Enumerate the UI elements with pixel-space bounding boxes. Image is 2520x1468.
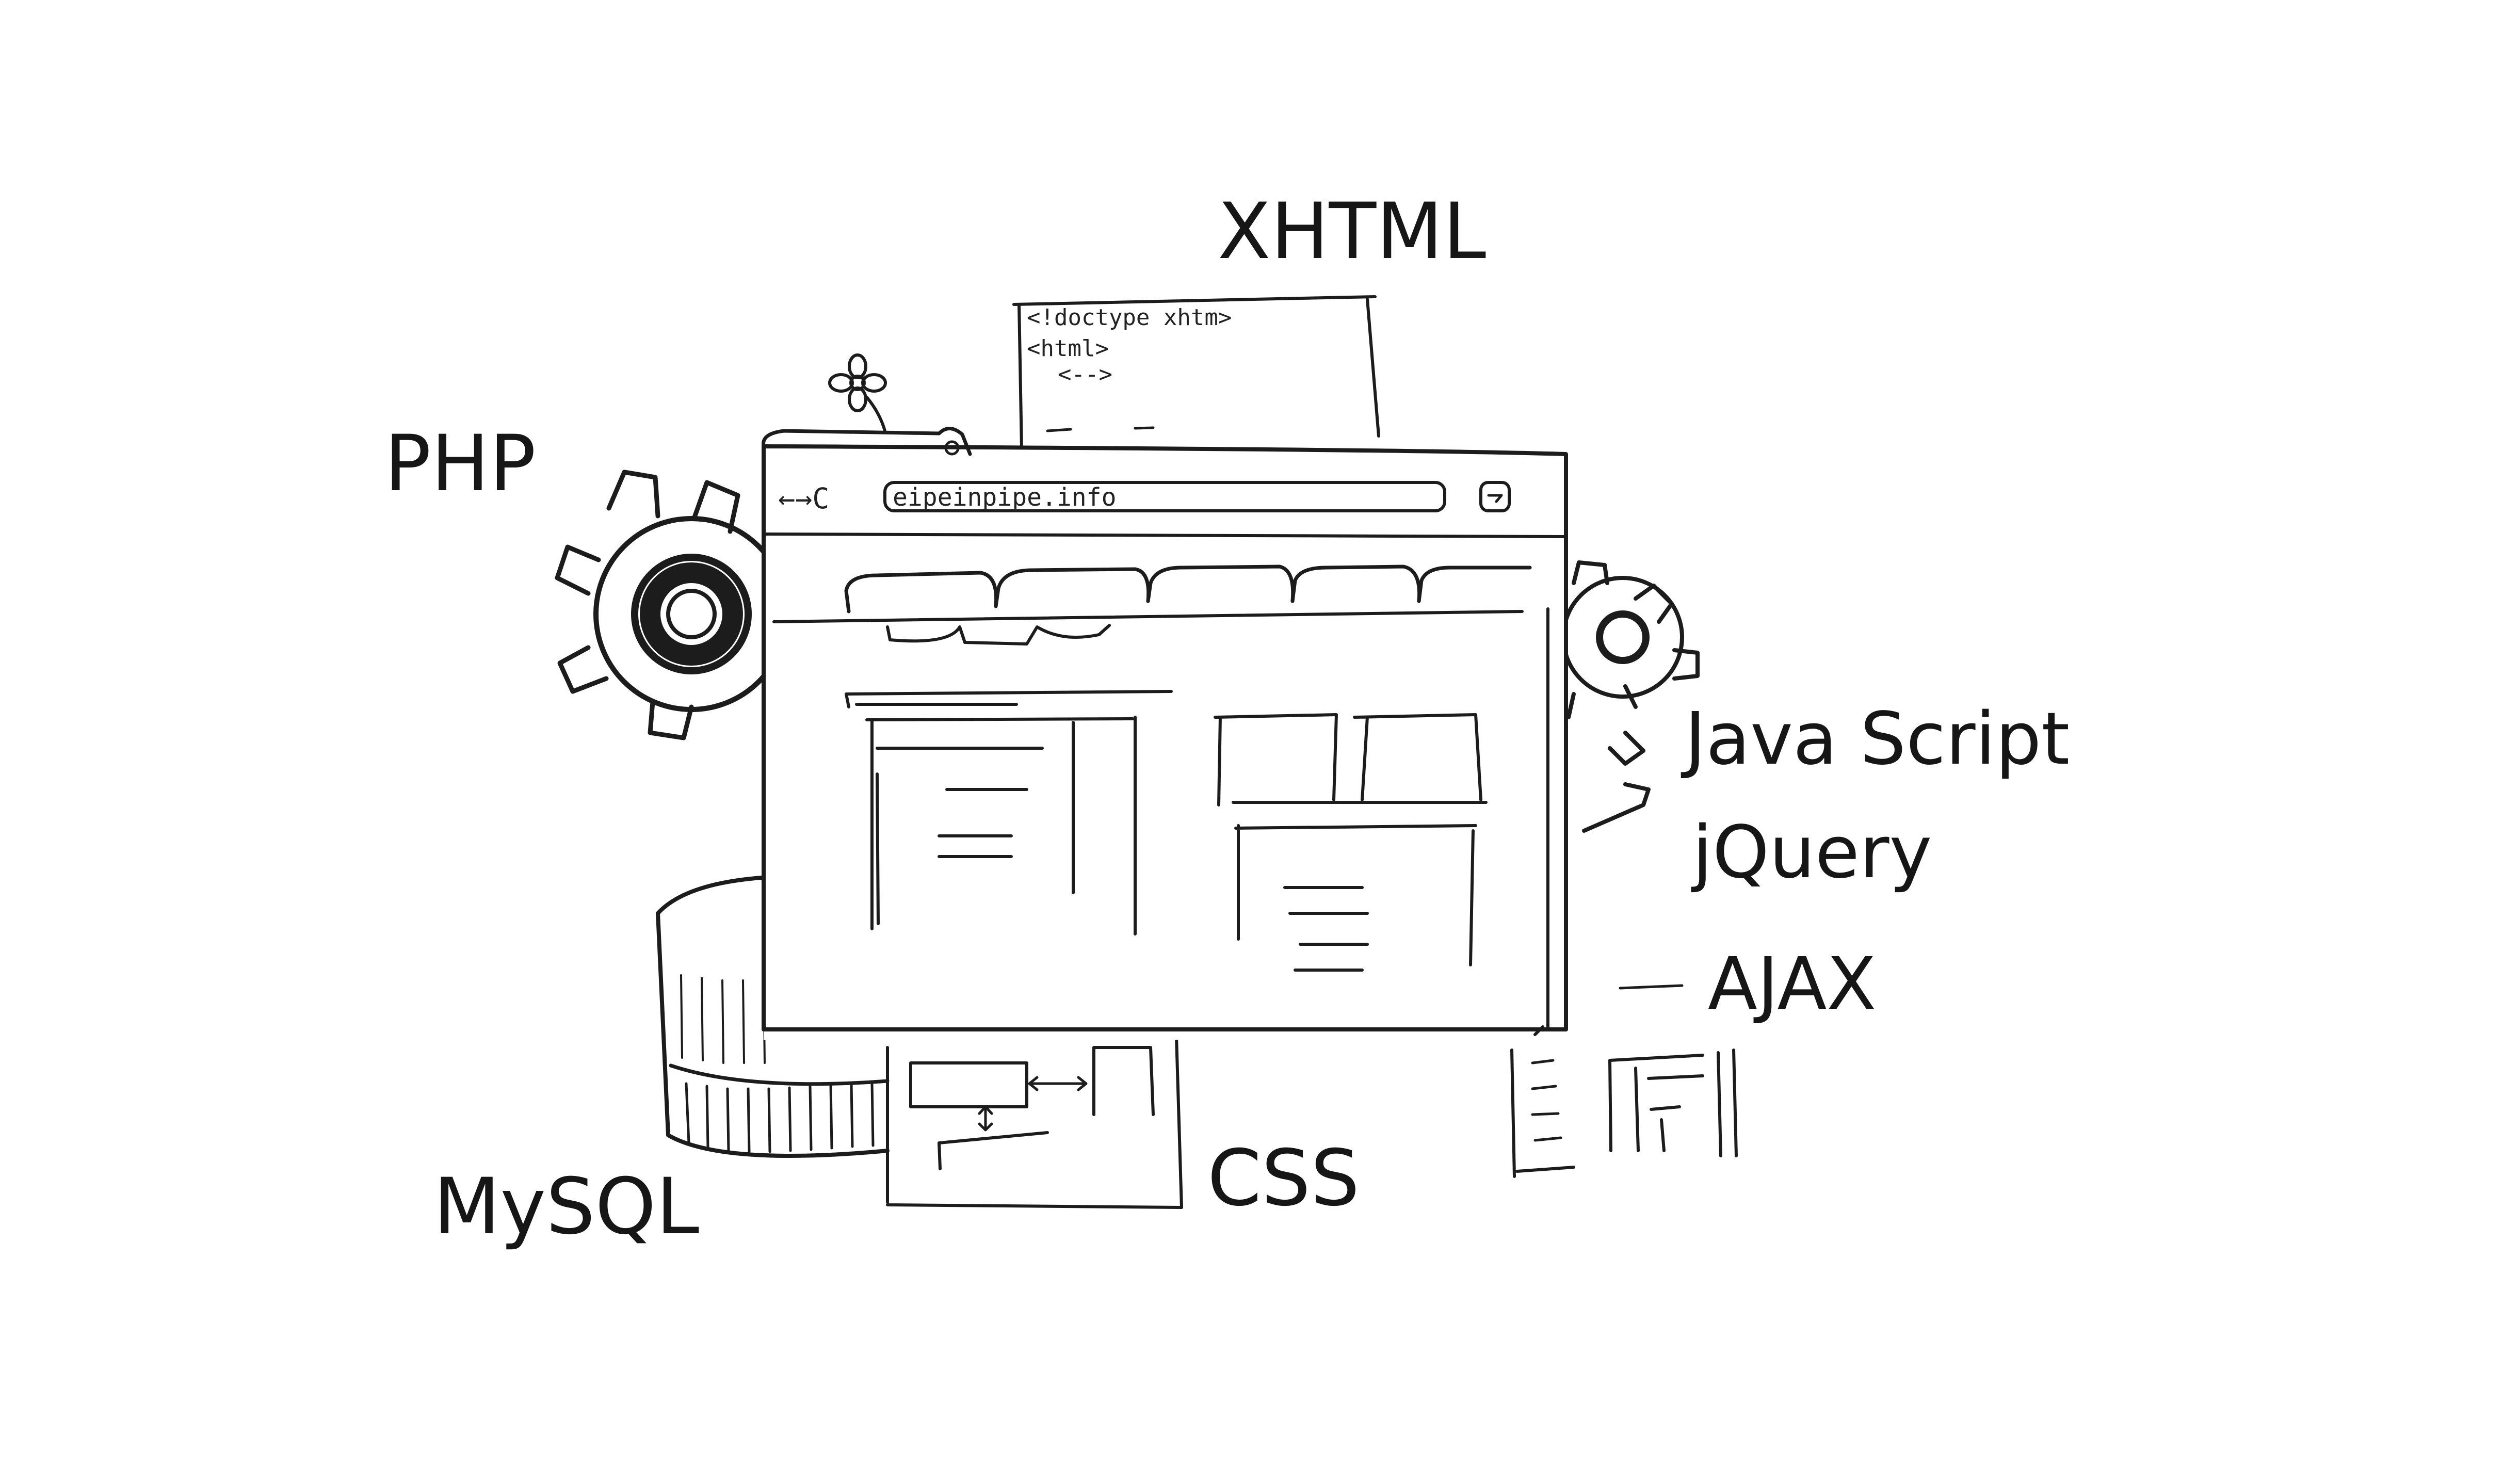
css-box-sketch [886,1036,1183,1209]
gear-icon-small [1561,560,1700,833]
label-php: PHP [384,419,536,509]
xhtml-code-page: <!doctype xhtm> <html> <--> [1012,295,1380,450]
code-line-html: <html> [1027,335,1109,362]
browser-nav-buttons[interactable]: ←→C [778,482,829,515]
tab-row[interactable] [772,564,1532,646]
code-line-doctype: <!doctype xhtm> [1027,304,1232,331]
label-mysql: MySQL [433,1162,699,1252]
label-javascript: Java Script [1681,697,2070,781]
gear-icon [555,470,789,740]
label-css: CSS [1207,1134,1360,1223]
label-xhtml: XHTML [1218,187,1486,277]
address-bar[interactable] [883,481,1446,512]
flower-icon [828,353,887,432]
address-bar-text: eipeinpipe.info [893,483,1116,512]
label-ajax: AJAX [1708,942,1876,1026]
browser-window-icon: ←→C eipeinpipe.info [762,427,1568,1040]
label-jquery: jQuery [1691,811,1932,895]
ajax-page-sketch [1510,984,1738,1178]
database-icon [656,875,890,1158]
code-line-ellipsis: <--> [1058,361,1112,388]
menu-button[interactable] [1479,481,1511,512]
